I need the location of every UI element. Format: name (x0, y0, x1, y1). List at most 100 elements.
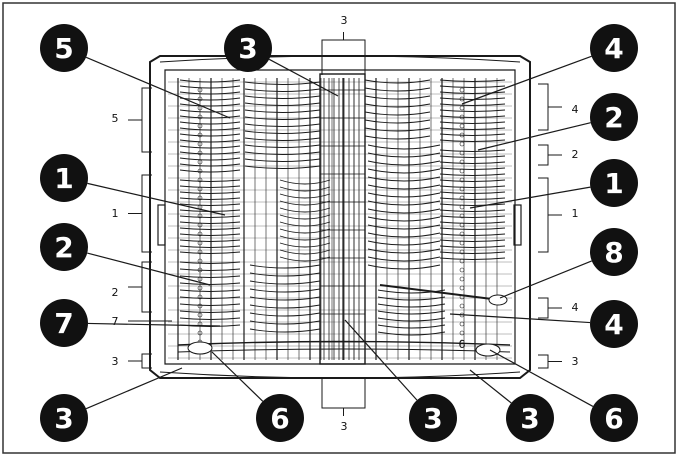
bracket-label: 1 (112, 207, 119, 220)
large-plate (367, 176, 441, 182)
saucer (439, 221, 506, 224)
plate (244, 123, 321, 127)
large-plate (367, 192, 441, 198)
bracket-line (538, 177, 562, 253)
bracket-label: 5 (112, 112, 119, 125)
callout-number: 6 (270, 402, 289, 435)
serving-tray (177, 340, 511, 346)
saucer (179, 275, 241, 278)
dishes-layer (157, 73, 522, 365)
saucer (179, 163, 241, 167)
bowl (377, 317, 446, 322)
saucer (439, 127, 506, 130)
large-plate (367, 208, 441, 214)
large-plate (279, 249, 331, 255)
saucer (179, 245, 241, 248)
saucer (439, 139, 506, 142)
large-plate (367, 200, 441, 206)
callout-badge (409, 394, 457, 442)
saucer (439, 155, 506, 158)
bowl (377, 324, 446, 329)
callout-leader (477, 122, 591, 151)
rack-stud (197, 114, 203, 120)
plate (249, 312, 321, 317)
inline-label: 6 (459, 338, 466, 351)
saucer (439, 185, 506, 188)
large-plate (367, 184, 441, 190)
saucer (439, 109, 506, 112)
rack-stud (197, 312, 203, 318)
rack-hinge-left (157, 204, 166, 246)
callout-number: 6 (604, 402, 623, 435)
bracket-label: 3 (112, 355, 119, 368)
plate (249, 264, 321, 269)
saucer (179, 317, 241, 320)
plate (244, 102, 321, 106)
plate (364, 119, 431, 124)
rack-stud (459, 123, 465, 129)
saucer (439, 245, 506, 248)
rack-stud (197, 96, 203, 102)
rack-stud (197, 150, 203, 156)
large-plate (279, 242, 331, 248)
callout-number: 2 (54, 231, 73, 264)
plate (244, 165, 321, 169)
saucer (439, 161, 506, 164)
rack-stud (197, 294, 203, 300)
large-plate (367, 216, 441, 222)
plate (364, 103, 431, 108)
large-plate (367, 248, 441, 254)
saucer (439, 203, 506, 206)
callout-number: 3 (520, 402, 539, 435)
plate (244, 158, 321, 162)
saucer (179, 91, 241, 95)
rack-top-rim (159, 55, 521, 63)
rack-stud (459, 339, 465, 345)
saucer (439, 215, 506, 218)
plate (244, 137, 321, 141)
plate (249, 296, 321, 301)
rack-bottom-rim (159, 371, 521, 379)
large-plate (279, 207, 331, 213)
saucer (439, 133, 506, 136)
plate (249, 288, 321, 293)
rack-stud (197, 285, 203, 291)
rack-stud (197, 249, 203, 255)
rack-stud (459, 159, 465, 165)
callout-leader (268, 58, 339, 97)
callout-leader (469, 369, 512, 404)
saucer (179, 185, 241, 188)
saucer (439, 179, 506, 182)
bracket-line (321, 378, 366, 416)
saucer (179, 115, 241, 119)
saucer (179, 109, 241, 113)
large-plate (367, 152, 441, 158)
rack-stud (459, 303, 465, 309)
bracket-line (538, 354, 562, 369)
cutlery-basket (319, 73, 366, 365)
saucer (439, 197, 506, 200)
plate (249, 280, 321, 285)
saucer (179, 85, 241, 89)
large-plate (367, 232, 441, 238)
large-plate (279, 221, 331, 227)
saucer (179, 261, 241, 264)
rack-stud (197, 303, 203, 309)
bracket-label: 2 (572, 148, 579, 161)
rack-stud (197, 132, 203, 138)
saucer (439, 191, 506, 194)
large-plate (279, 214, 331, 220)
rack-stud (459, 267, 465, 273)
callout-number: 3 (238, 32, 257, 65)
bracket-label: 4 (572, 103, 579, 116)
long-utensil (379, 284, 501, 301)
callout-leader (85, 56, 231, 119)
callout-badge (590, 93, 638, 141)
saucer (439, 115, 506, 118)
callout-number: 8 (604, 236, 623, 269)
plate (249, 272, 321, 277)
saucer (179, 268, 241, 271)
bracket-line (321, 32, 366, 75)
saucer (179, 197, 241, 200)
